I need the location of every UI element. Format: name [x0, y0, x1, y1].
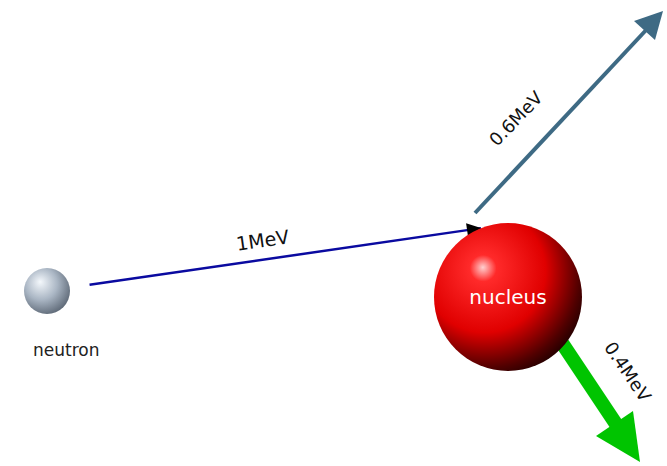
energy-label: 0.4MeV: [600, 337, 655, 405]
node-label: nucleus: [469, 285, 546, 309]
neutron-out-arrow: [475, 28, 648, 213]
arrow-head: [634, 11, 663, 40]
neutron-ball: [20, 264, 74, 318]
arrow-head: [596, 411, 640, 462]
node-label: neutron: [33, 340, 99, 360]
neutron-particle: neutron: [20, 264, 120, 364]
edge-label: 1MeV: [235, 225, 291, 254]
energy-label: 0.6MeV: [485, 86, 547, 149]
nucleus-sphere: nucleus: [434, 223, 582, 371]
